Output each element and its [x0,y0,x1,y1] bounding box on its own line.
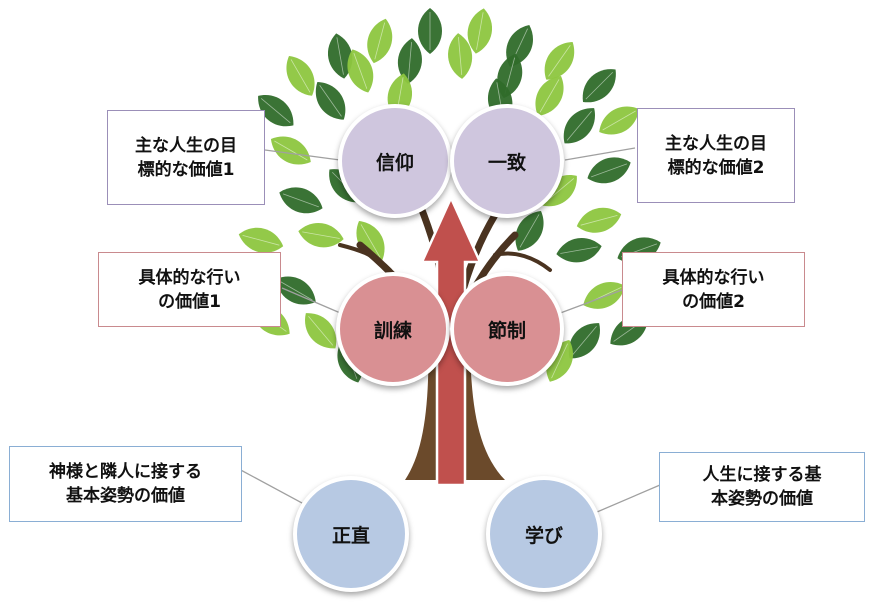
leaf-vein [290,59,311,93]
leaf-vein [548,45,571,77]
circle-icchi: 一致 [450,104,564,218]
leaf-vein [302,231,340,239]
leaf-vein [353,52,368,89]
leaf-vein [571,325,597,356]
leaf-vein [476,12,484,50]
circle-kunren: 訓練 [336,272,450,386]
leaf-vein [580,214,618,226]
circle-shoujiki: 正直 [293,476,409,592]
leaf-vein [336,37,344,75]
leaf-vein [602,110,636,131]
circle-shinko: 信仰 [338,104,452,218]
leaf-vein [242,234,280,246]
leaf-vein [319,85,342,117]
leaf-vein [274,140,308,161]
leaf-vein [566,110,592,141]
leaf-vein [560,246,598,254]
action-value-box-1: 具体的な行い の価値1 [98,252,281,327]
action-value-box-2: 具体的な行い の価値2 [622,252,805,327]
leaf-vein [260,98,291,124]
circle-sessei: 節制 [450,272,564,386]
leaf-vein [282,193,319,208]
circle-manabi: 学び [486,476,602,592]
tree-leaves [238,8,661,383]
leaf-vein [458,37,463,75]
leaf-vein [591,163,628,178]
leaf-vein [407,42,412,80]
basic-attitude-box-1: 神様と隣人に接する 基本姿勢の価値 [9,446,242,522]
leaf-vein [360,224,381,258]
leaf-vein [519,214,540,248]
leaf-vein [551,343,568,379]
goal-value-box-1: 主な人生の目 標的な価値1 [107,110,265,205]
leaf-vein [279,280,313,301]
leaf-vein [374,22,386,60]
basic-attitude-box-2: 人生に接する基 本姿勢の価値 [659,452,865,522]
leaf-vein [308,315,334,346]
leaf-vein [585,71,614,100]
goal-value-box-2: 主な人生の目 標的な価値2 [637,108,795,203]
leaf-vein [539,79,560,113]
